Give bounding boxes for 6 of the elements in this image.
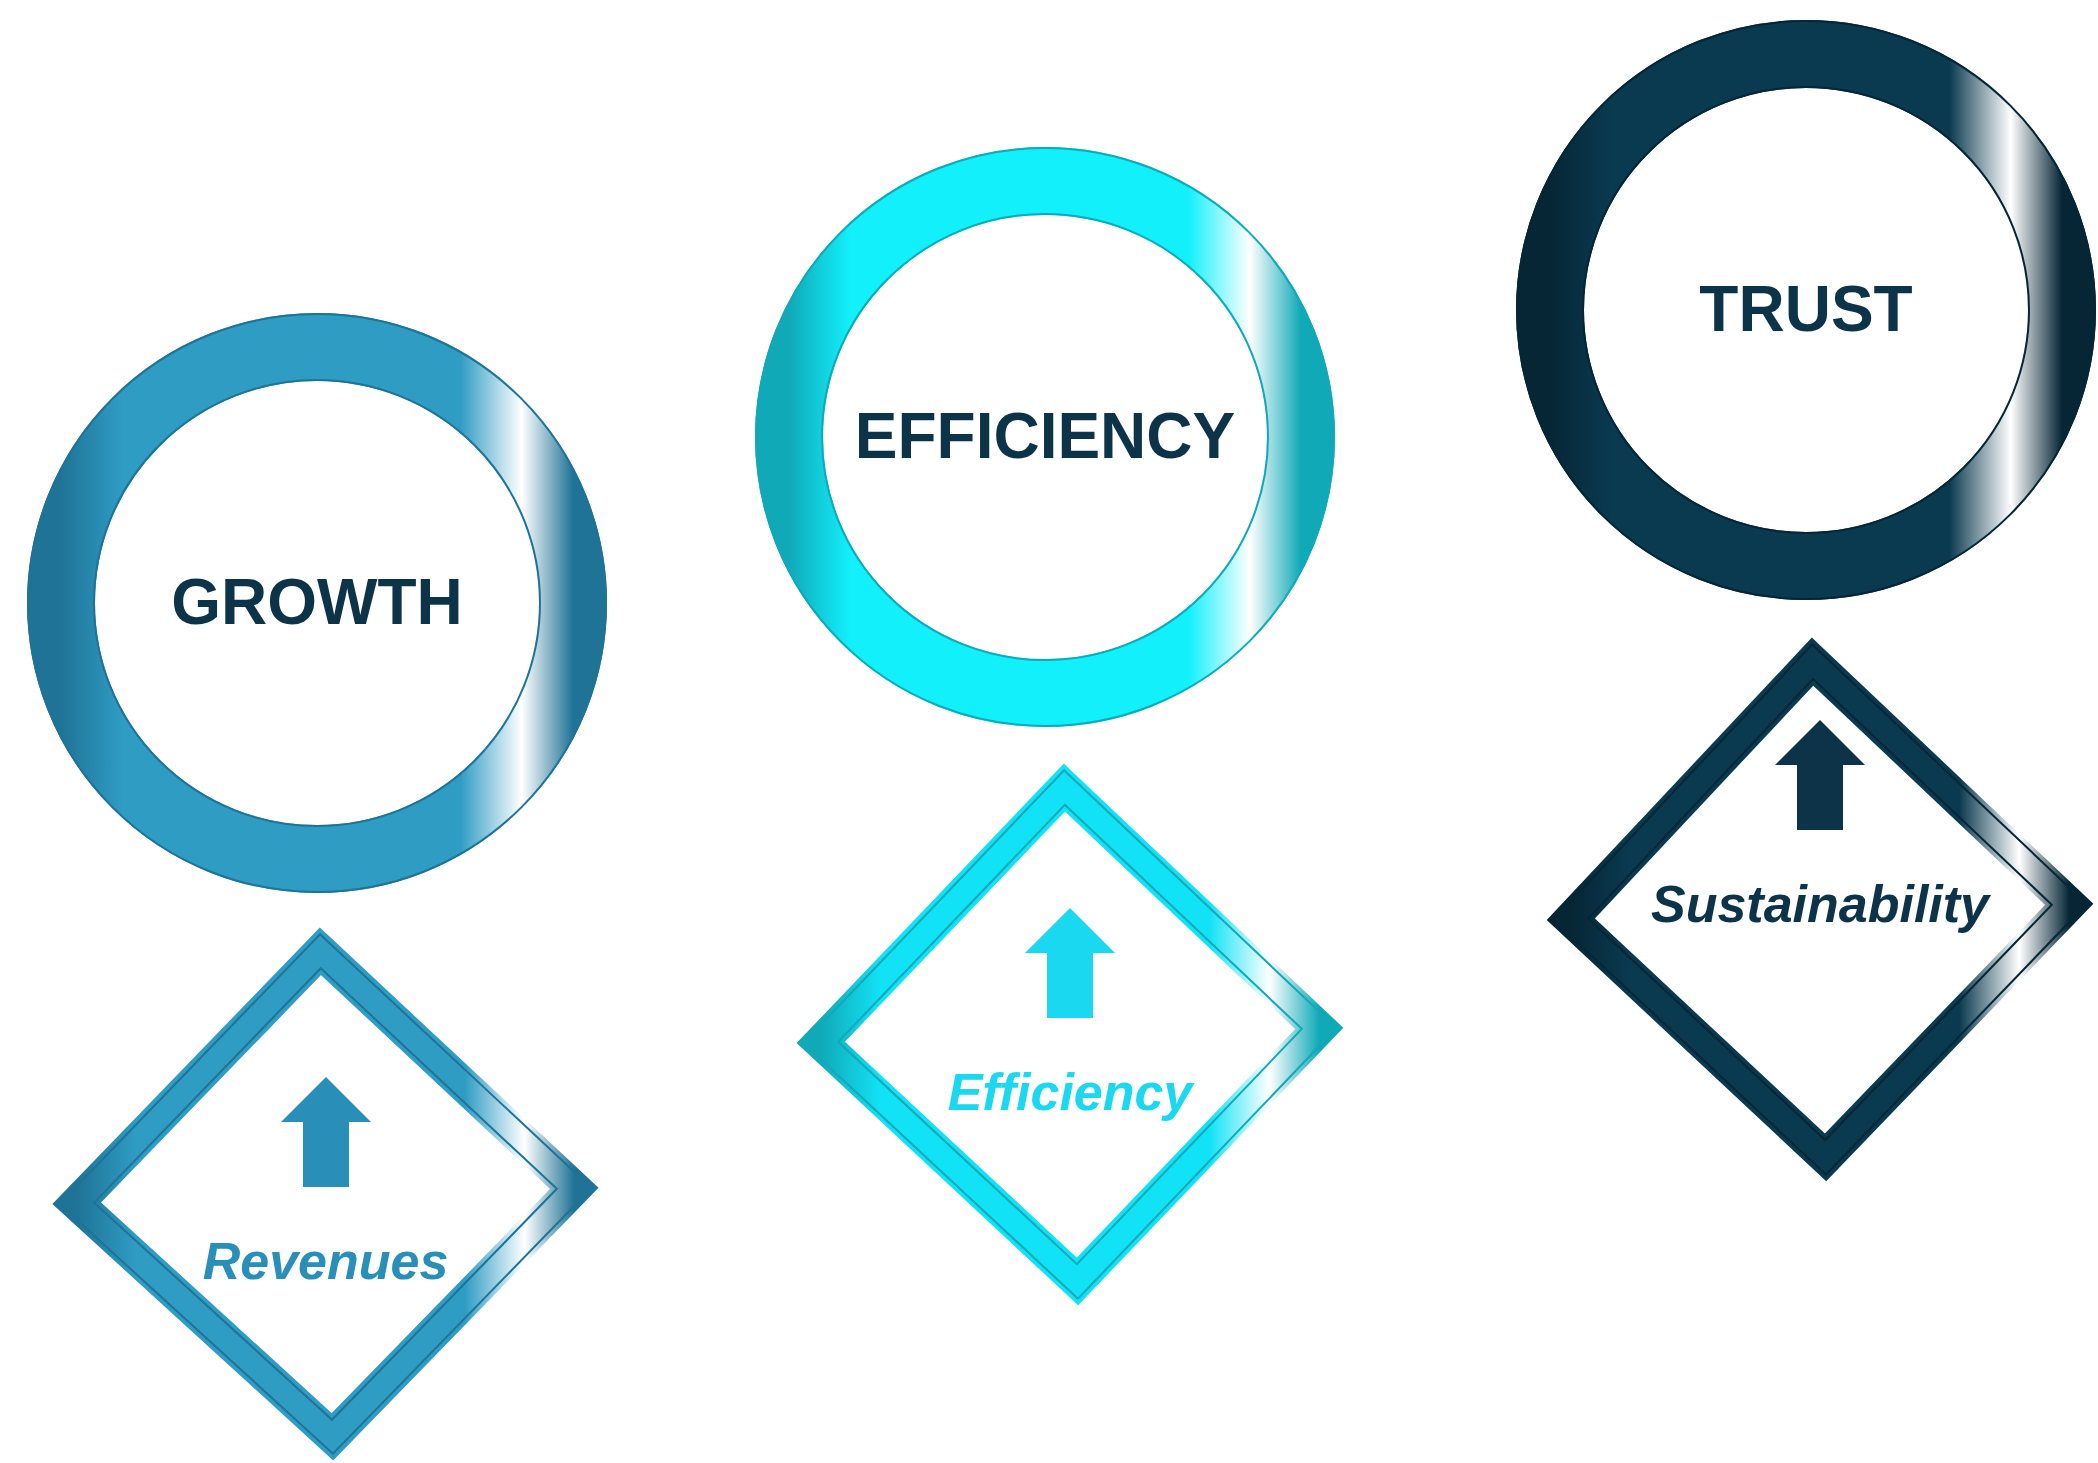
diamond-label: Sustainability — [1649, 873, 1992, 934]
diamond-label: Revenues — [201, 1231, 450, 1292]
circle-title: GROWTH — [170, 565, 464, 639]
diamond-label: Efficiency — [946, 1062, 1196, 1123]
circle-title: EFFICIENCY — [853, 399, 1237, 473]
circle-title: TRUST — [1698, 272, 1914, 346]
